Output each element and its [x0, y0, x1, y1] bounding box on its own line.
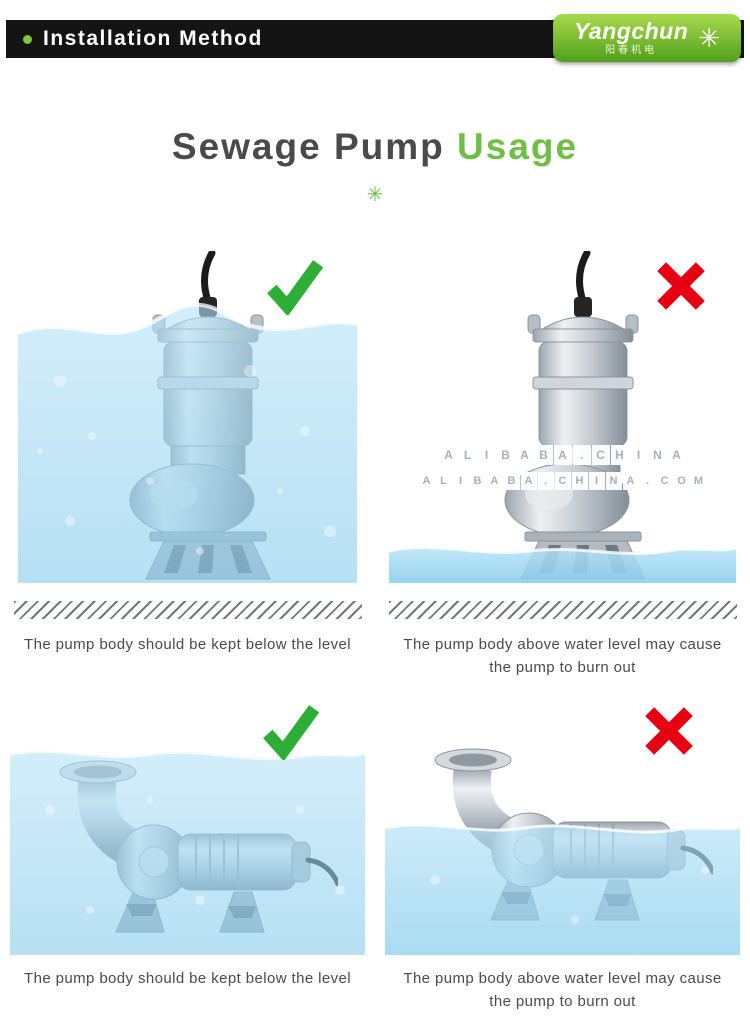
snowflake-icon: ✳ — [698, 23, 721, 53]
brand-subtitle: 阳春机电 — [605, 45, 658, 56]
bubbles — [430, 865, 709, 924]
water — [10, 750, 365, 955]
illustration-vertical-exposed — [388, 231, 737, 583]
panel-caption: The pump body should be kept below the l… — [24, 969, 351, 987]
bubbles — [45, 796, 345, 914]
brand-name: Yangchun — [573, 18, 689, 44]
panels-grid: The pump body should be kept below the l… — [0, 231, 750, 1013]
illustration-horizontal-exposed — [384, 700, 741, 955]
bullet-dot-icon — [23, 34, 32, 44]
panel-horizontal-correct: The pump body should be kept below the l… — [0, 700, 375, 1014]
illustration-horizontal-submerged — [9, 748, 366, 955]
hero-section: Sewage Pump Usage ✳ — [0, 0, 750, 207]
illustration-vertical-submerged — [17, 231, 358, 583]
check-icon — [265, 257, 324, 317]
panel-horizontal-wrong: The pump body above water level may caus… — [375, 700, 750, 1014]
panel-caption: The pump body should be kept below the l… — [24, 636, 351, 653]
snowflake-ornament-icon: ✳ — [366, 184, 384, 206]
ground-hatch — [13, 601, 362, 619]
water — [18, 304, 357, 583]
cross-icon — [640, 702, 698, 760]
cross-icon — [652, 257, 710, 315]
bubbles — [37, 365, 336, 555]
pump-vertical — [505, 253, 645, 579]
panel-caption: The pump body above water level may caus… — [403, 636, 722, 677]
section-title: Sewage Pump Usage — [0, 126, 750, 168]
check-icon — [261, 702, 320, 761]
brand-logo: Yangchun 阳春机电 ✳ — [553, 14, 741, 62]
panel-caption: The pump body above water level may caus… — [403, 969, 722, 1010]
section-title-accent: Usage — [457, 126, 579, 167]
section-title-main: Sewage Pump — [171, 126, 445, 167]
ground-hatch — [388, 601, 737, 619]
brand-text: Yangchun 阳春机电 — [574, 20, 688, 56]
water — [389, 547, 736, 583]
panel-vertical-correct: The pump body should be kept below the l… — [0, 231, 375, 680]
header-title: Installation Method — [43, 27, 263, 50]
header-bar: Installation Method Yangchun 阳春机电 ✳ — [6, 14, 744, 62]
water — [385, 824, 740, 955]
